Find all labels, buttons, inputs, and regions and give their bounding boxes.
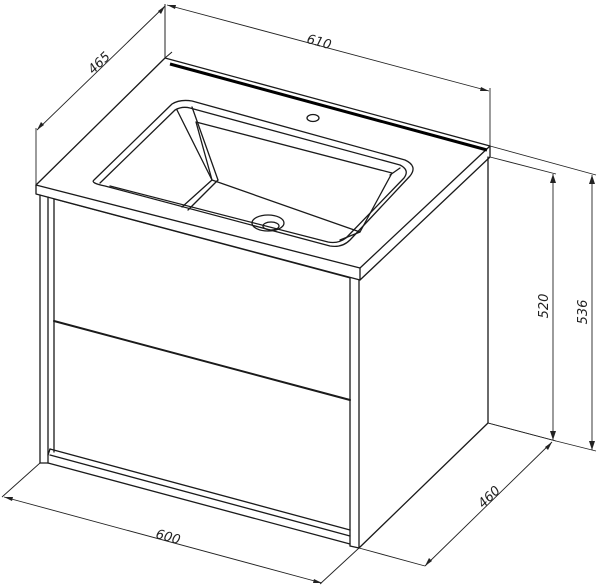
label-520: 520 xyxy=(537,294,552,319)
tap-hole-icon xyxy=(306,113,320,123)
dimension-465: 465 xyxy=(35,4,166,185)
basin xyxy=(92,99,414,248)
dimension-536: 536 xyxy=(489,145,597,452)
label-465: 465 xyxy=(85,49,113,77)
countertop xyxy=(35,51,491,281)
drawers xyxy=(53,198,351,401)
label-460: 460 xyxy=(475,483,503,511)
dimension-600: 600 xyxy=(1,462,360,585)
drawer-divider xyxy=(53,320,351,401)
label-536: 536 xyxy=(576,300,591,325)
dimension-460: 460 xyxy=(358,422,557,567)
label-600: 600 xyxy=(154,527,182,548)
dimension-520: 520 xyxy=(487,156,557,442)
drawer-top-edge xyxy=(53,198,351,279)
cabinet-frame xyxy=(39,156,489,549)
label-610: 610 xyxy=(305,32,333,53)
drain-icon xyxy=(251,214,285,232)
